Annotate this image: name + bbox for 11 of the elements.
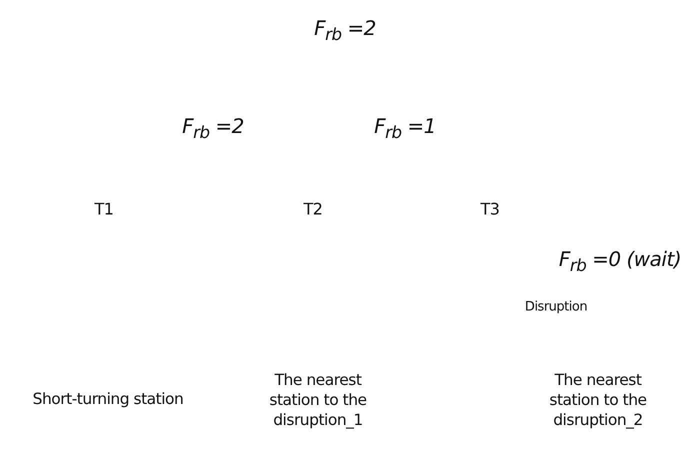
train-label: T3	[480, 200, 500, 218]
formula-label: F$_{rb}$ =2	[314, 16, 376, 44]
train-label: T1	[94, 200, 114, 218]
station-label: Short-turning station	[32, 388, 184, 410]
disruption-label: Disruption	[524, 300, 588, 314]
train-label: T2	[304, 200, 322, 218]
station-label: The nearest station to the disruption_1	[268, 370, 368, 430]
formula-label: F$_{rb}$ =2	[182, 114, 244, 142]
formula-label: F$_{rb}$ =0 (wait)	[558, 247, 682, 275]
station-label: The nearest station to the disruption_2	[548, 370, 648, 430]
formula-label: F$_{rb}$ =1	[374, 114, 436, 142]
